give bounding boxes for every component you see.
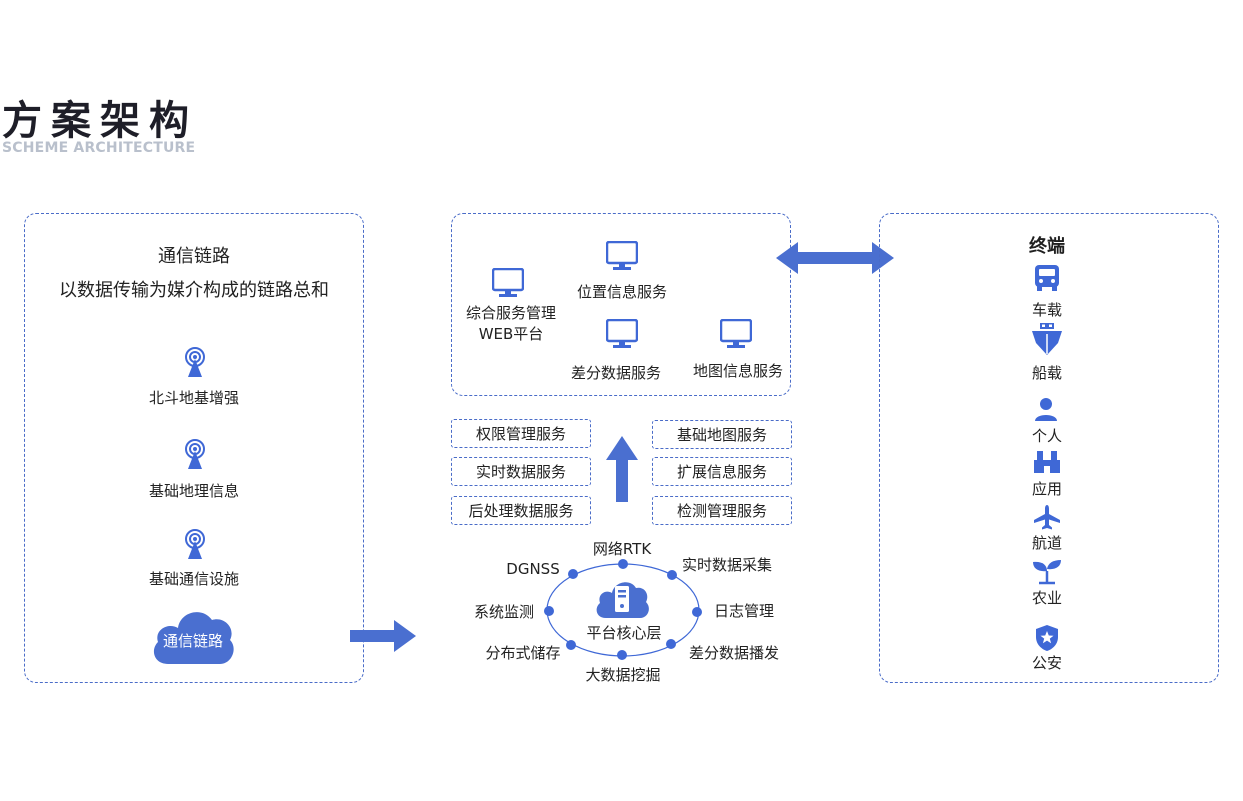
service-box: 检测管理服务 [652, 496, 792, 525]
person-icon [1034, 397, 1058, 421]
up-arrow [604, 434, 640, 504]
core-node-label: DGNSS [506, 560, 560, 578]
platform-item-label: 位置信息服务 [576, 283, 667, 301]
core-node-label: 日志管理 [713, 602, 774, 620]
left-item-label: 基础通信设施 [148, 570, 239, 588]
terminal-panel [879, 213, 1219, 683]
core-node-label: 实时数据采集 [681, 556, 772, 574]
terminal-item-label: 航道 [1031, 534, 1062, 552]
platform-item-label: 综合服务管理 [465, 304, 556, 322]
antenna-icon [180, 346, 210, 378]
factory-icon [1033, 450, 1061, 474]
terminal-item-label: 车载 [1031, 301, 1062, 319]
left-panel-heading: 通信链路 [158, 246, 230, 267]
core-node-label: 差分数据播发 [688, 644, 779, 662]
terminal-heading: 终端 [1029, 236, 1065, 257]
communication-link-panel [24, 213, 364, 683]
platform-panel [451, 213, 791, 396]
service-box: 后处理数据服务 [451, 496, 591, 525]
cloud-icon [150, 604, 236, 666]
core-ring [540, 556, 706, 664]
police-badge-icon [1035, 624, 1059, 652]
server-cloud-icon [594, 578, 650, 620]
bidirectional-arrow [774, 240, 896, 276]
monitor-icon [492, 268, 524, 298]
monitor-icon [720, 319, 752, 349]
page-subtitle: SCHEME ARCHITECTURE [2, 140, 196, 156]
terminal-item-label: 公安 [1031, 654, 1062, 672]
left-item-label: 基础地理信息 [148, 482, 239, 500]
service-box: 基础地图服务 [652, 420, 792, 449]
cloud-label: 通信链路 [162, 632, 223, 650]
monitor-icon [606, 319, 638, 349]
antenna-icon [180, 528, 210, 560]
core-node-label: 分布式储存 [485, 644, 561, 662]
page-title: 方案架构 [2, 98, 198, 144]
service-box: 扩展信息服务 [652, 457, 792, 486]
terminal-item-label: 应用 [1031, 480, 1062, 498]
core-node-label: 系统监测 [473, 603, 534, 621]
platform-item-label: 地图信息服务 [692, 362, 783, 380]
terminal-item-label: 船载 [1031, 364, 1062, 382]
terminal-item-label: 农业 [1031, 589, 1062, 607]
left-item-label: 北斗地基增强 [148, 389, 239, 407]
platform-item-sublabel: WEB平台 [478, 325, 544, 343]
sprout-icon [1031, 559, 1063, 585]
monitor-icon [606, 241, 638, 271]
airplane-icon [1033, 504, 1061, 530]
bus-icon [1033, 264, 1061, 292]
core-label: 平台核心层 [586, 624, 662, 642]
left-panel-description: 以数据传输为媒介构成的链路总和 [59, 280, 329, 301]
service-box: 实时数据服务 [451, 457, 591, 486]
platform-item-label: 差分数据服务 [570, 364, 661, 382]
core-node-label: 网络RTK [592, 540, 652, 558]
antenna-icon [180, 438, 210, 470]
ship-icon [1031, 322, 1063, 356]
service-box: 权限管理服务 [451, 419, 591, 448]
right-arrow [348, 618, 418, 654]
core-node-label: 大数据挖掘 [585, 666, 661, 684]
terminal-item-label: 个人 [1031, 427, 1062, 445]
